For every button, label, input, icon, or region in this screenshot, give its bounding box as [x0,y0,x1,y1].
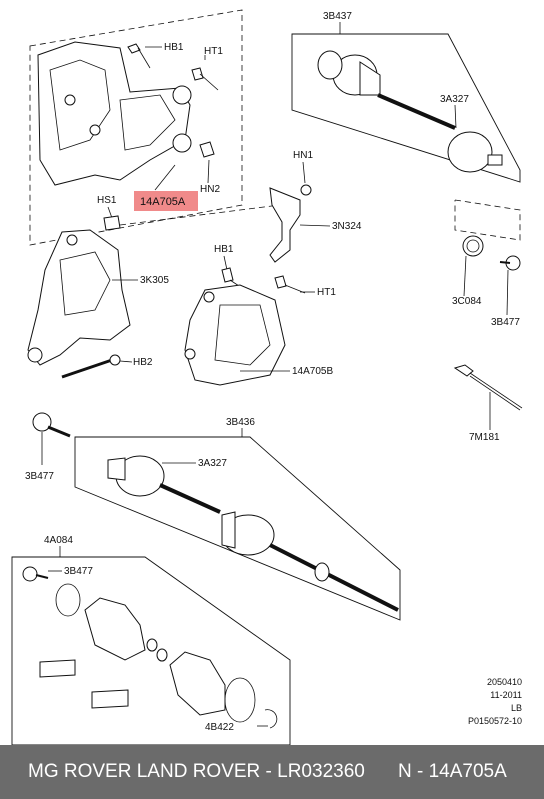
meta-line-1: 2050410 [486,677,522,687]
label-3a327-a: 3A327 [440,94,469,105]
label-3c084: 3C084 [452,296,482,307]
footer-bar: MG ROVER LAND ROVER - LR032360 N - 14A70… [0,745,544,799]
label-4a084: 4A084 [44,535,73,546]
bracket-3k305 [27,229,138,366]
label-ht1-b: HT1 [317,287,336,298]
label-3k305: 3K305 [140,275,169,286]
label-hn1: HN1 [293,150,313,161]
highlight-box [134,191,198,211]
driveshaft-3b437 [317,50,503,173]
part-7m181 [453,364,523,430]
label-3n324: 3N324 [332,221,362,232]
driveshaft-3b436 [32,412,399,612]
label-4b422: 4B422 [205,722,234,733]
label-7m181: 7M181 [469,432,500,443]
label-14a705b: 14A705B [292,366,333,377]
drawing-meta: 2050410 11-2011 LB P0150572-10 [468,676,522,728]
label-3b477-a: 3B477 [491,317,520,328]
mounting-bracket-upper [29,9,243,246]
boot-kit [22,566,278,729]
label-3b477-b: 3B477 [25,471,54,482]
label-ht1-a: HT1 [204,46,223,57]
label-3b477-c: 3B477 [64,566,93,577]
label-14a705a: 14A705A [140,196,186,208]
parts-diagram: HB1 HT1 HN2 14A705A HS1 3K305 HB2 HN1 3N… [11,9,523,745]
footer-right-text: N - 14A705A [398,761,507,782]
bracket-14a705b [184,284,290,386]
label-hb1-a: HB1 [164,42,184,53]
label-3b437: 3B437 [323,11,352,22]
label-hs1: HS1 [97,195,117,206]
label-hb1-b: HB1 [214,244,234,255]
label-3a327-b: 3A327 [198,458,227,469]
label-3b436: 3B436 [226,417,255,428]
label-hb2: HB2 [133,357,153,368]
meta-line-3: LB [510,703,522,713]
footer-left-text: MG ROVER LAND ROVER - LR032360 [28,761,365,782]
meta-line-4: P0150572-10 [467,716,522,726]
meta-line-2: 11-2011 [490,690,522,700]
label-hn2: HN2 [200,184,220,195]
